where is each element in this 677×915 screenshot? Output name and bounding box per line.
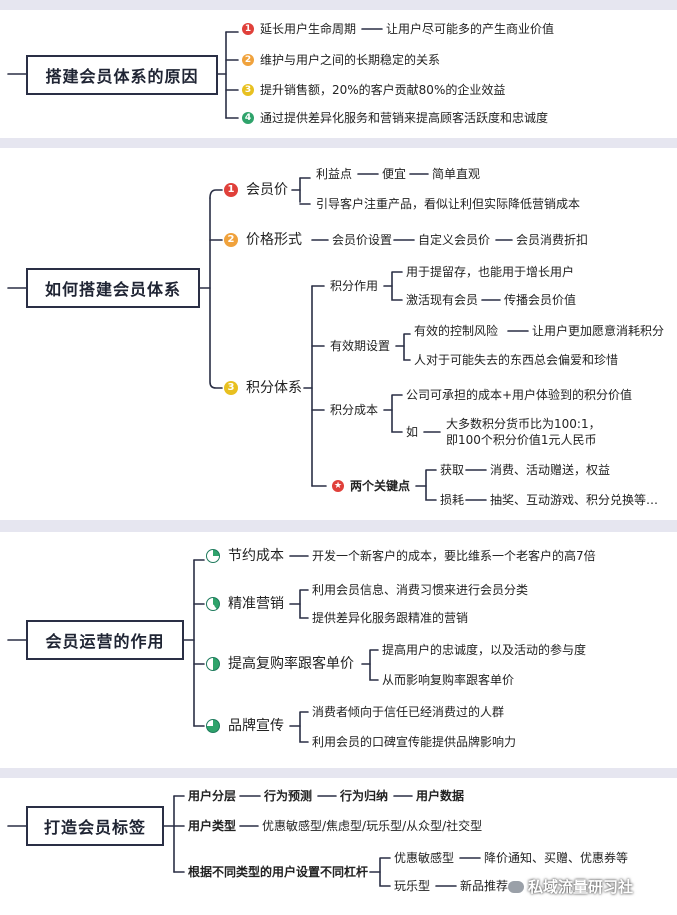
tag-behavior-summary: 行为归纳: [340, 789, 389, 803]
number-3-icon: 3: [224, 381, 238, 395]
panel-how-to-build: [0, 148, 677, 520]
validity-setting: 有效期设置: [330, 339, 391, 353]
two-key-points: 两个关键点: [350, 479, 411, 493]
number-4-icon: 4: [242, 112, 254, 124]
effect-save-cost-detail: 开发一个新客户的成本，要比维系一个老客户的高7倍: [312, 549, 596, 563]
points-function-b2: 传播会员价值: [504, 293, 577, 307]
number-1-icon: 1: [224, 183, 238, 197]
key-point-acquire: 获取: [440, 463, 465, 477]
number-2-icon: 2: [242, 54, 254, 66]
points-cost-value: 即100个积分价值1元人民币: [446, 433, 597, 447]
validity-setting-a2: 让用户更加愿意消耗积分: [532, 324, 665, 338]
effect-save-cost: 节约成本: [228, 548, 284, 564]
reason-2-text: 维护与用户之间的长期稳定的关系: [260, 53, 441, 67]
key-point-acquire-detail: 消费、活动赠送，权益: [490, 463, 611, 477]
effect-brand: 品牌宣传: [228, 718, 284, 734]
tag-user-type: 用户类型: [188, 819, 237, 833]
tag-playful: 玩乐型: [394, 879, 431, 893]
key-point-consume: 损耗: [440, 493, 465, 507]
validity-setting-b: 人对于可能失去的东西总会偏爱和珍惜: [414, 353, 619, 367]
wechat-logo-icon: [508, 881, 524, 893]
points-cost-example: 如: [406, 425, 419, 439]
panel-member-tags: [0, 778, 677, 915]
pie-half-icon: [206, 657, 220, 671]
root-node-reasons: 搭建会员体系的原因: [26, 55, 218, 95]
branch-points-system: 积分体系: [246, 380, 302, 396]
price-form-setting: 会员价设置: [332, 233, 393, 247]
reason-1-text: 延长用户生命周期: [260, 22, 357, 36]
root-node-member-tags: 打造会员标签: [26, 806, 164, 846]
pie-half-icon: [206, 597, 220, 611]
points-cost-ratio: 大多数积分货币比为100:1，: [446, 417, 601, 431]
effect-repurchase: 提高复购率跟客单价: [228, 656, 354, 672]
tag-leverage: 根据不同类型的用户设置不同杠杆: [188, 865, 369, 879]
price-form-discount: 会员消费折扣: [516, 233, 589, 247]
tag-user-layer: 用户分层: [188, 789, 237, 803]
root-node-operation-effects: 会员运营的作用: [26, 620, 184, 660]
points-cost-a: 公司可承担的成本+用户体验到的积分价值: [406, 388, 633, 402]
effect-repurchase-2: 从而影响复购率跟客单价: [382, 673, 515, 687]
member-price-simple: 简单直观: [432, 167, 481, 181]
tag-user-data: 用户数据: [416, 789, 465, 803]
effect-precise-marketing: 精准营销: [228, 596, 284, 612]
number-1-icon: 1: [242, 23, 254, 35]
reason-4-text: 通过提供差异化服务和营销来提高顾客活跃度和忠诚度: [260, 111, 549, 125]
points-function-a: 用于提留存，也能用于增长用户: [406, 265, 575, 279]
number-3-icon: 3: [242, 84, 254, 96]
tag-behavior-predict: 行为预测: [264, 789, 313, 803]
root-node-how-to-build: 如何搭建会员体系: [26, 268, 200, 308]
reason-3-text: 提升销售额，20%的客户贡献80%的企业效益: [260, 83, 506, 97]
member-price-guide: 引导客户注重产品，看似让利但实际降低营销成本: [316, 197, 581, 211]
points-function: 积分作用: [330, 279, 379, 293]
validity-setting-a: 有效的控制风险: [414, 324, 499, 338]
price-form-custom: 自定义会员价: [418, 233, 491, 247]
branch-price-form: 价格形式: [246, 232, 302, 248]
watermark-text: 私域流量研习社: [508, 876, 633, 897]
tag-discount-sensitive-detail: 降价通知、买赠、优惠券等: [484, 851, 629, 865]
pie-quarter-icon: [206, 549, 220, 563]
star-icon: ★: [332, 480, 344, 492]
reason-1-sub: 让用户尽可能多的产生商业价值: [386, 22, 555, 36]
effect-precise-marketing-1: 利用会员信息、消费习惯来进行会员分类: [312, 583, 529, 597]
member-price-benefit: 利益点: [316, 167, 353, 181]
watermark-label: 私域流量研习社: [528, 878, 634, 896]
tag-playful-detail: 新品推荐、: [460, 879, 521, 893]
tag-discount-sensitive: 优惠敏感型: [394, 851, 455, 865]
effect-brand-2: 利用会员的口碑宣传能提供品牌影响力: [312, 735, 517, 749]
tag-user-type-list: 优惠敏感型/焦虑型/玩乐型/从众型/社交型: [262, 819, 483, 833]
key-point-consume-detail: 抽奖、互动游戏、积分兑换等…: [490, 493, 659, 507]
branch-member-price: 会员价: [246, 182, 288, 198]
effect-brand-1: 消费者倾向于信任已经消费过的人群: [312, 705, 505, 719]
effect-precise-marketing-2: 提供差异化服务跟精准的营销: [312, 611, 469, 625]
points-function-b: 激活现有会员: [406, 293, 479, 307]
member-price-cheap: 便宜: [382, 167, 407, 181]
points-cost: 积分成本: [330, 403, 379, 417]
effect-repurchase-1: 提高用户的忠诚度，以及活动的参与度: [382, 643, 587, 657]
number-2-icon: 2: [224, 233, 238, 247]
pie-three-quarter-icon: [206, 719, 220, 733]
